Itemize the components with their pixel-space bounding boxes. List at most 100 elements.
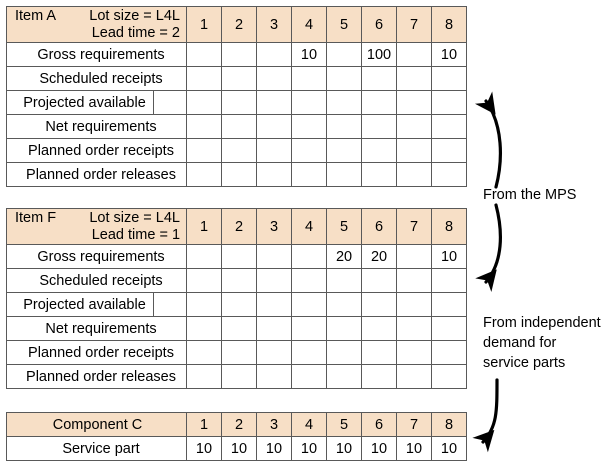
- cell[interactable]: 10: [326, 436, 362, 461]
- cell[interactable]: [291, 340, 328, 365]
- cell[interactable]: [361, 340, 398, 365]
- cell[interactable]: [221, 66, 257, 91]
- cell[interactable]: [221, 138, 257, 163]
- cell[interactable]: [396, 340, 433, 365]
- cell[interactable]: [291, 268, 328, 293]
- cell[interactable]: [256, 42, 292, 67]
- cell[interactable]: [326, 316, 363, 341]
- cell[interactable]: [186, 292, 223, 317]
- cell[interactable]: [221, 292, 258, 317]
- cell[interactable]: [361, 162, 397, 187]
- cell[interactable]: 100: [361, 42, 397, 67]
- cell[interactable]: [431, 340, 468, 365]
- cell[interactable]: [291, 162, 327, 187]
- cell[interactable]: [291, 244, 328, 269]
- cell[interactable]: [221, 340, 258, 365]
- cell[interactable]: [256, 162, 292, 187]
- cell[interactable]: [291, 316, 328, 341]
- cell[interactable]: [431, 138, 467, 163]
- cell[interactable]: 10: [291, 42, 327, 67]
- cell[interactable]: [221, 42, 257, 67]
- cell[interactable]: [326, 340, 363, 365]
- cell[interactable]: [186, 42, 222, 67]
- cell[interactable]: [186, 244, 223, 269]
- cell[interactable]: [186, 340, 223, 365]
- cell[interactable]: [326, 114, 362, 139]
- cell[interactable]: 10: [396, 436, 432, 461]
- on-hand-cell[interactable]: [153, 90, 187, 115]
- cell[interactable]: [256, 316, 293, 341]
- cell[interactable]: [256, 364, 293, 389]
- cell[interactable]: [361, 364, 398, 389]
- cell[interactable]: [431, 162, 467, 187]
- cell[interactable]: [186, 364, 223, 389]
- cell[interactable]: [326, 90, 362, 115]
- cell[interactable]: [361, 66, 397, 91]
- on-hand-cell[interactable]: [152, 292, 188, 317]
- cell[interactable]: [186, 90, 222, 115]
- cell[interactable]: [256, 292, 293, 317]
- cell[interactable]: [221, 90, 257, 115]
- cell[interactable]: [256, 340, 293, 365]
- cell[interactable]: 20: [361, 244, 398, 269]
- cell[interactable]: [396, 138, 432, 163]
- cell[interactable]: 10: [431, 42, 467, 67]
- cell[interactable]: [431, 90, 467, 115]
- cell[interactable]: [326, 162, 362, 187]
- cell[interactable]: [221, 316, 258, 341]
- cell[interactable]: [361, 90, 397, 115]
- cell[interactable]: [326, 42, 362, 67]
- cell[interactable]: 10: [186, 436, 222, 461]
- cell[interactable]: [186, 316, 223, 341]
- cell[interactable]: [326, 66, 362, 91]
- cell[interactable]: [431, 66, 467, 91]
- cell[interactable]: [221, 162, 257, 187]
- cell[interactable]: [291, 66, 327, 91]
- cell[interactable]: [256, 90, 292, 115]
- cell[interactable]: [396, 114, 432, 139]
- cell[interactable]: [291, 138, 327, 163]
- cell[interactable]: [221, 244, 258, 269]
- cell[interactable]: 10: [221, 436, 257, 461]
- cell[interactable]: [291, 364, 328, 389]
- cell[interactable]: [256, 138, 292, 163]
- cell[interactable]: [256, 268, 293, 293]
- cell[interactable]: [291, 114, 327, 139]
- cell[interactable]: [431, 268, 468, 293]
- cell[interactable]: [186, 138, 222, 163]
- cell[interactable]: [291, 292, 328, 317]
- cell[interactable]: [326, 364, 363, 389]
- cell[interactable]: [361, 138, 397, 163]
- cell[interactable]: [396, 90, 432, 115]
- cell[interactable]: [221, 364, 258, 389]
- cell[interactable]: 10: [431, 244, 468, 269]
- cell[interactable]: [396, 316, 433, 341]
- cell[interactable]: [291, 90, 327, 115]
- cell[interactable]: [256, 66, 292, 91]
- cell[interactable]: [221, 268, 258, 293]
- cell[interactable]: [361, 316, 398, 341]
- cell[interactable]: [431, 316, 468, 341]
- cell[interactable]: [396, 162, 432, 187]
- cell[interactable]: [396, 244, 433, 269]
- cell[interactable]: [186, 66, 222, 91]
- cell[interactable]: [431, 364, 468, 389]
- cell[interactable]: [186, 268, 223, 293]
- cell[interactable]: [256, 244, 293, 269]
- cell[interactable]: 10: [256, 436, 292, 461]
- cell[interactable]: [326, 292, 363, 317]
- cell[interactable]: [221, 114, 257, 139]
- cell[interactable]: [326, 138, 362, 163]
- cell[interactable]: [361, 292, 398, 317]
- cell[interactable]: [396, 66, 432, 91]
- cell[interactable]: [326, 268, 363, 293]
- cell[interactable]: [256, 114, 292, 139]
- cell[interactable]: [396, 364, 433, 389]
- cell[interactable]: [361, 268, 398, 293]
- cell[interactable]: 20: [326, 244, 363, 269]
- cell[interactable]: [361, 114, 397, 139]
- cell[interactable]: [431, 114, 467, 139]
- cell[interactable]: [396, 292, 433, 317]
- cell[interactable]: 10: [291, 436, 327, 461]
- cell[interactable]: [186, 162, 222, 187]
